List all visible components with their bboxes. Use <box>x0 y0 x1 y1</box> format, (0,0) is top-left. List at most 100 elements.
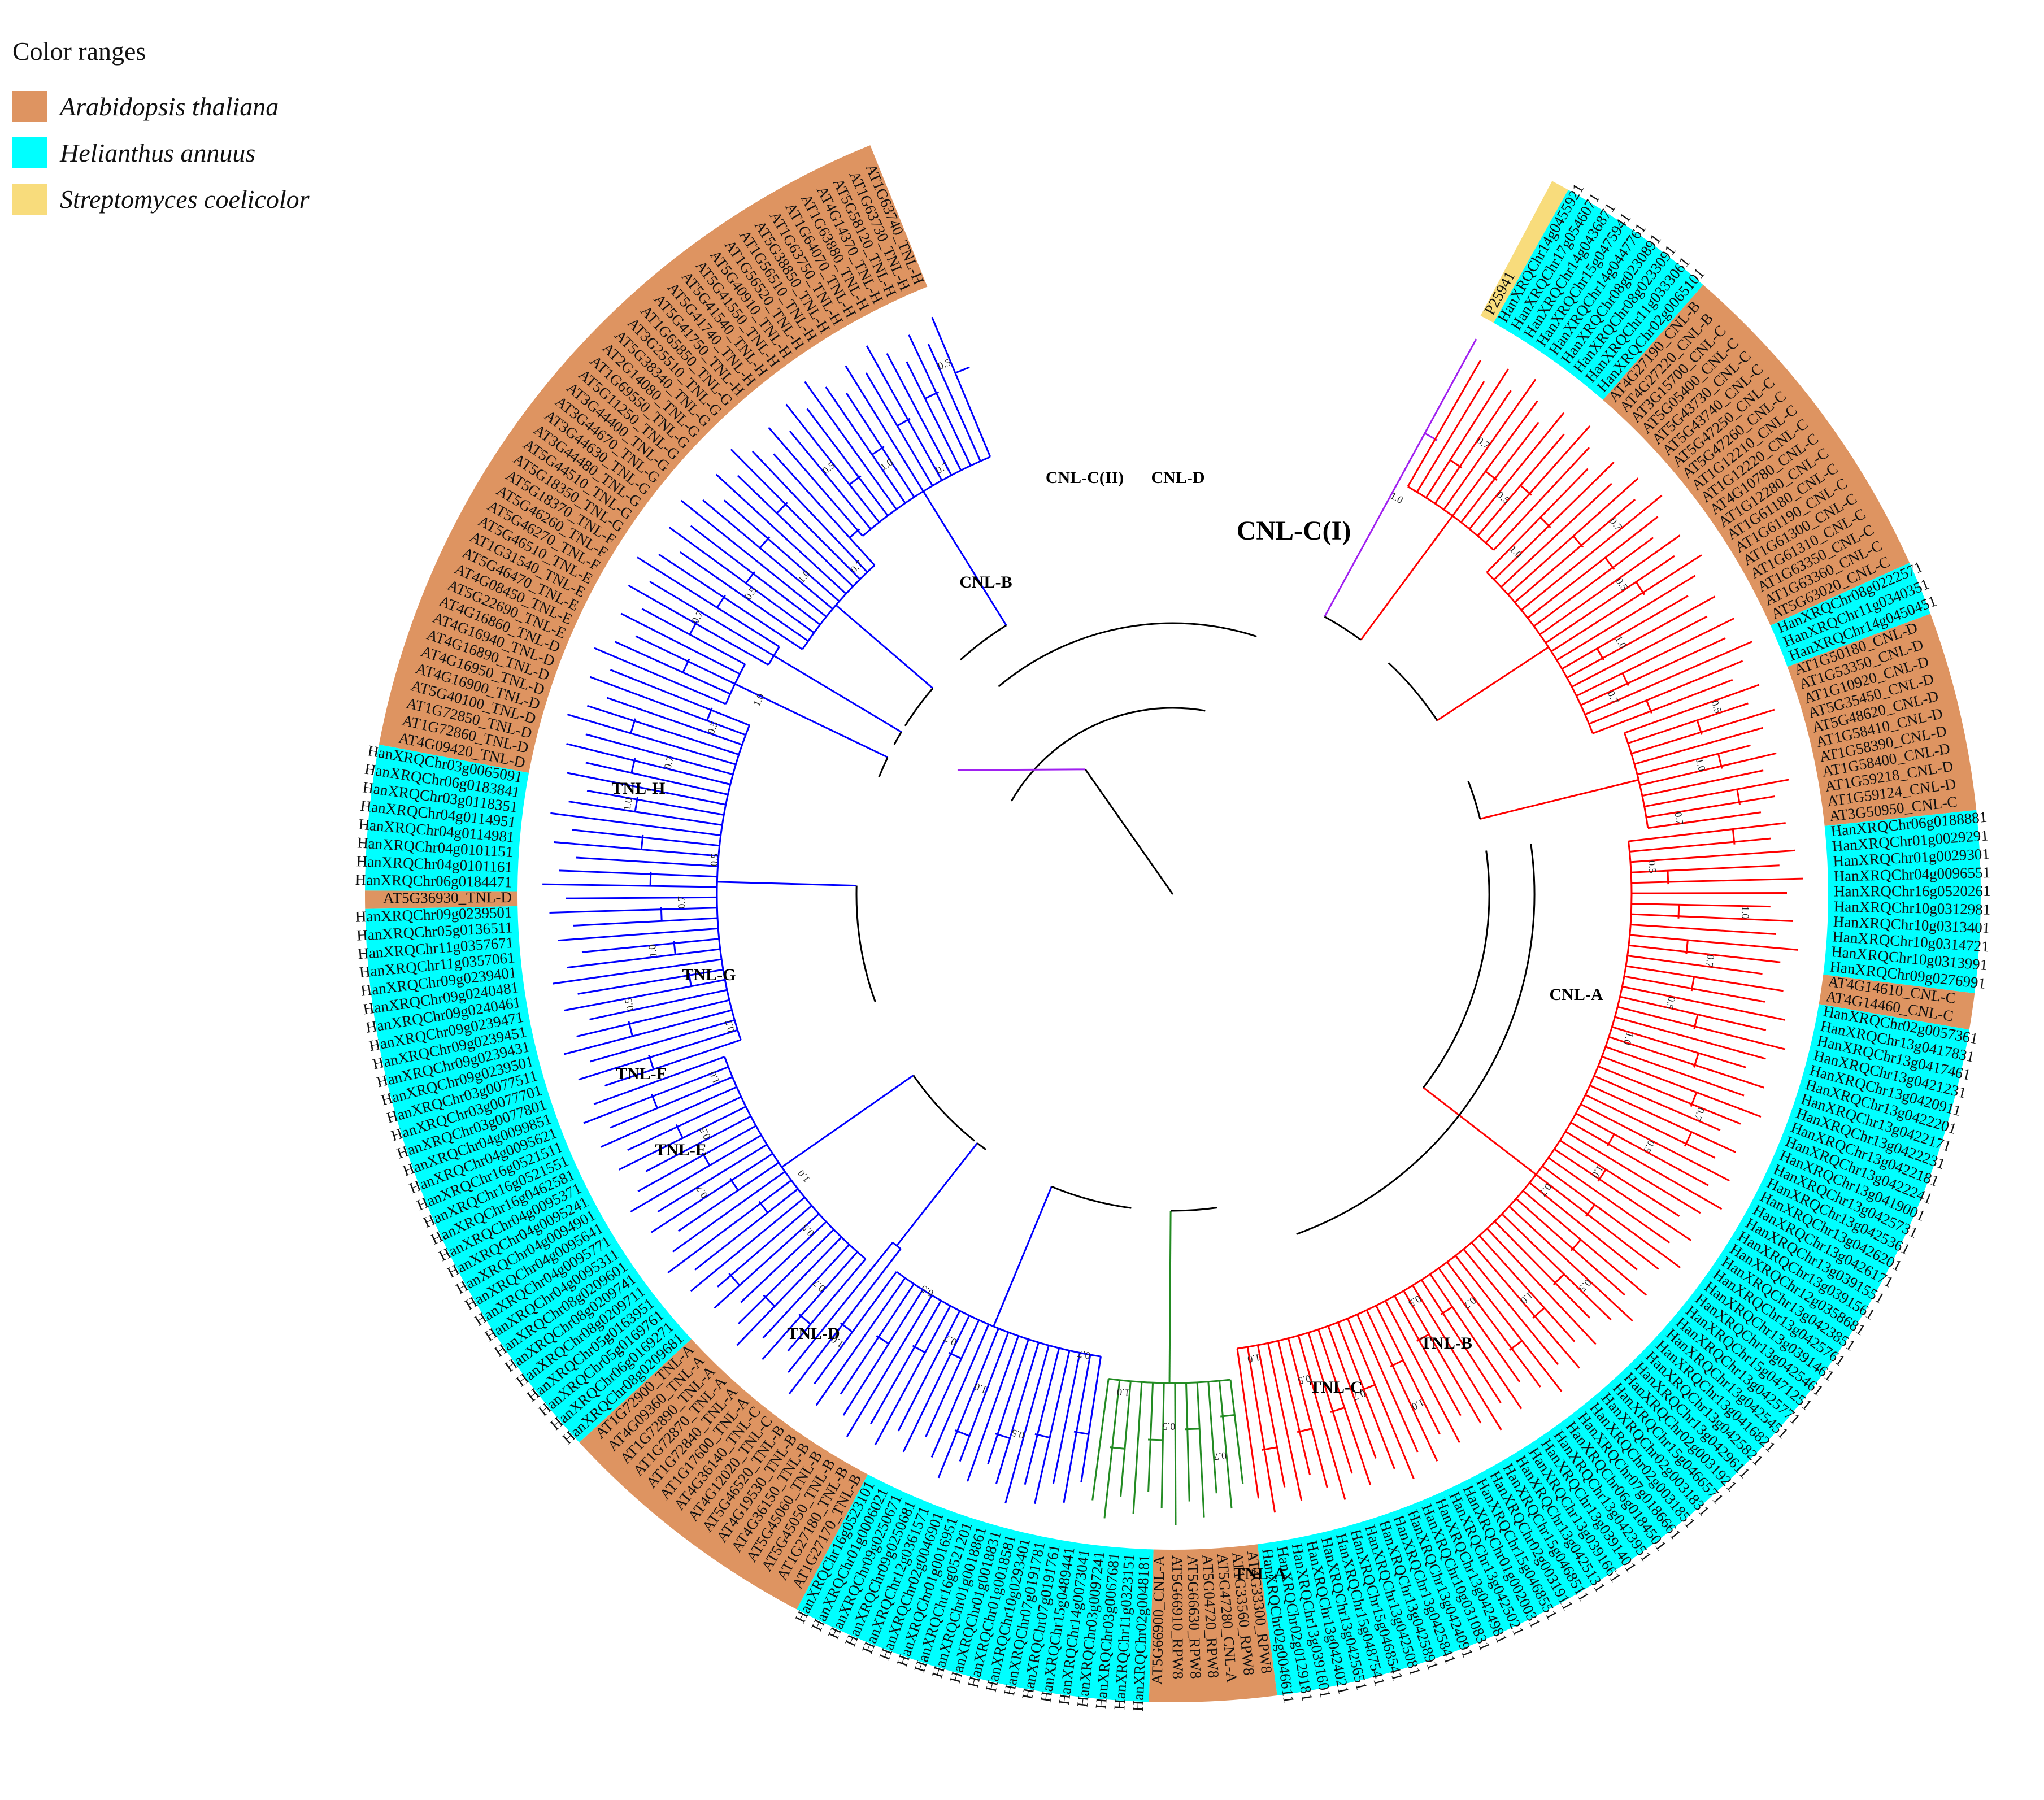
bootstrap-value: 1.0 <box>751 692 767 708</box>
branch <box>1551 554 1702 653</box>
bootstrap-value: 1.0 <box>1116 1386 1130 1399</box>
branch <box>1627 955 1763 975</box>
clade-labels: CNL-C(I)CNL-DCNL-C(II)CNL-BCNL-ATNL-HTNL… <box>611 468 1603 1583</box>
branch <box>657 1144 768 1213</box>
clade-label: CNL-D <box>1151 468 1205 487</box>
branch <box>1565 1131 1701 1214</box>
branch <box>1120 1381 1132 1497</box>
color-range-band <box>1787 614 1977 826</box>
branch <box>1407 338 1477 464</box>
tip-label: AT5G66630_RPW8 <box>1184 1555 1204 1679</box>
branch <box>1267 1343 1303 1501</box>
clade-label: CNL-A <box>1550 985 1603 1004</box>
branch <box>1580 637 1726 706</box>
bootstrap-value: 0.5 <box>1614 576 1630 593</box>
branch <box>586 789 724 816</box>
color-range-band <box>1149 1544 1277 1702</box>
color-range-band <box>797 1474 1154 1702</box>
branch <box>845 366 924 492</box>
clade-stem <box>781 1075 914 1168</box>
branch <box>576 999 730 1038</box>
branch <box>550 812 721 837</box>
branch <box>762 1244 850 1339</box>
legend-item-streptomyces: Streptomyces coelicolor <box>12 176 310 222</box>
branch <box>1622 985 1785 1021</box>
backbone-arc <box>977 1142 987 1151</box>
branch <box>1559 1140 1680 1217</box>
branch <box>1629 837 1771 853</box>
bootstrap-value: 0.7 <box>811 1277 828 1294</box>
bootstrap-value: 1.0 <box>1518 1289 1535 1306</box>
branch <box>1571 615 1708 688</box>
backbone-arc <box>1171 1206 1217 1212</box>
branch <box>717 1205 812 1288</box>
color-range-band <box>1603 285 1910 625</box>
legend-item-arabidopsis: Arabidopsis thaliana <box>12 83 310 129</box>
tip-label: HanXRQChr16g0520261 <box>1834 882 1991 900</box>
backbone-arc <box>1423 850 1490 1088</box>
branch <box>628 584 769 666</box>
branch <box>571 829 720 847</box>
branch <box>690 525 821 625</box>
bootstrap-value: 1.0 <box>1621 1031 1636 1046</box>
branch <box>870 1300 942 1424</box>
branch <box>593 1056 725 1105</box>
branch <box>1174 1382 1177 1525</box>
branch <box>1556 575 1696 661</box>
color-range-band <box>1770 563 1931 667</box>
color-range-band <box>579 1338 868 1610</box>
branch <box>630 1134 762 1213</box>
bootstrap-value: 0.7 <box>694 1184 710 1201</box>
bootstrap-value: 1.0 <box>646 944 659 958</box>
branch <box>618 1106 746 1171</box>
branch <box>1455 1255 1563 1392</box>
branch <box>1598 1065 1741 1125</box>
branch <box>610 1076 733 1129</box>
bootstrap-value: 0.5 <box>708 853 720 867</box>
branch <box>1434 390 1512 505</box>
branch <box>549 907 717 914</box>
branch <box>1542 1165 1681 1268</box>
branch <box>1412 1285 1502 1431</box>
bootstrap-value: 0.5 <box>622 997 636 1012</box>
color-range-band <box>1493 189 1703 400</box>
branch <box>1601 1055 1762 1118</box>
branch <box>842 1289 924 1416</box>
branch <box>1277 1340 1311 1476</box>
clade-stem <box>1168 1210 1172 1383</box>
branch <box>1493 461 1615 580</box>
branch <box>645 1115 751 1172</box>
branch <box>542 883 717 888</box>
legend-swatch <box>12 90 47 122</box>
branch <box>554 841 719 857</box>
branch <box>1493 447 1590 551</box>
branch <box>1218 1380 1233 1509</box>
backbone-arc <box>1467 781 1481 819</box>
clade-stem <box>734 683 888 758</box>
branch <box>846 1294 933 1437</box>
branch <box>806 408 889 516</box>
bootstrap-value: 1.0 <box>878 456 895 473</box>
branch <box>959 1332 1010 1462</box>
branch <box>1288 1338 1328 1488</box>
branch <box>567 714 736 766</box>
branch <box>1471 1242 1580 1369</box>
backbone-arc <box>878 756 889 777</box>
branch <box>1631 877 1803 884</box>
branch <box>1515 1198 1626 1296</box>
tip-label: AT5G66910_RPW8 <box>1169 1555 1186 1679</box>
branch <box>567 772 727 806</box>
branch <box>1631 903 1771 908</box>
bootstrap-value: 0.5 <box>1163 1421 1176 1432</box>
branch <box>1639 752 1777 786</box>
bootstrap-value: 1.0 <box>1613 634 1629 650</box>
branch <box>730 449 861 580</box>
branch <box>1477 433 1565 537</box>
branch <box>581 938 719 953</box>
branch <box>1438 1267 1521 1382</box>
branch <box>1229 1379 1244 1484</box>
branch <box>1468 412 1565 530</box>
tip-label: HanXRQChr10g0312981 <box>1834 898 1991 918</box>
backbone-arc <box>904 688 934 727</box>
branch <box>955 366 970 374</box>
